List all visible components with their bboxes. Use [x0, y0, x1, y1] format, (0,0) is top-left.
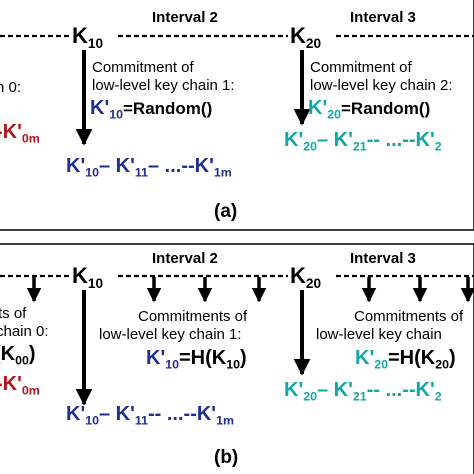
kp10-eq-b: K'10=H(K10) [146, 347, 247, 372]
chain2-b: K'20– K'21-- ...--K'2 [284, 379, 442, 404]
k10-label-a: K10 [72, 23, 104, 51]
chain0-end-b: -K'0m [0, 373, 40, 398]
kp10-eq-a: K'10=Random() [90, 97, 213, 122]
k20-label-b: K20 [290, 263, 322, 291]
commit2-line2-b: low-level key chain [316, 326, 442, 343]
commit2-line1-a: Commitment of [310, 59, 412, 76]
kp20-eq-a: K'20=Random() [308, 97, 431, 122]
interval-2-label-a: Interval 2 [152, 9, 218, 26]
k10-label-b: K10 [72, 263, 104, 291]
k20-label-a: K20 [290, 23, 322, 51]
commit2-line1-b: Commitments of [354, 308, 464, 325]
commit1-line1-a: Commitment of [92, 59, 194, 76]
interval-3-label-a: Interval 3 [350, 9, 416, 26]
commit1-line2-b: low-level key chain 1: [99, 326, 242, 343]
commit1-line1-b: Commitments of [138, 308, 248, 325]
panel-b-frame [0, 243, 474, 474]
caption-a: (a) [214, 201, 238, 222]
interval-2-label-b: Interval 2 [152, 250, 218, 267]
chain0-label-a: n 0: [0, 79, 22, 96]
chain1-b: K'10– K'11-- ...--K'1m [66, 403, 234, 428]
chain2-a: K'20– K'21-- ...--K'2 [284, 129, 442, 154]
commit1-line2-a: low-level key chain 1: [92, 77, 235, 94]
panel-a-frame [0, 0, 474, 231]
chain0-label-b-line1: ts of [0, 305, 27, 322]
commit2-line2-a: low-level key chain 2: [310, 77, 453, 94]
k00-paren-b: (K00) [0, 343, 36, 368]
caption-b: (b) [214, 447, 239, 468]
kp20-eq-b: K'20=H(K20) [355, 347, 456, 372]
chain0-end-a: -K'0m [0, 121, 40, 146]
chain1-a: K'10– K'11– ...--K'1m [66, 155, 232, 180]
interval-3-label-b: Interval 3 [350, 250, 416, 267]
chain0-label-b-line2: chain 0: [0, 323, 49, 340]
